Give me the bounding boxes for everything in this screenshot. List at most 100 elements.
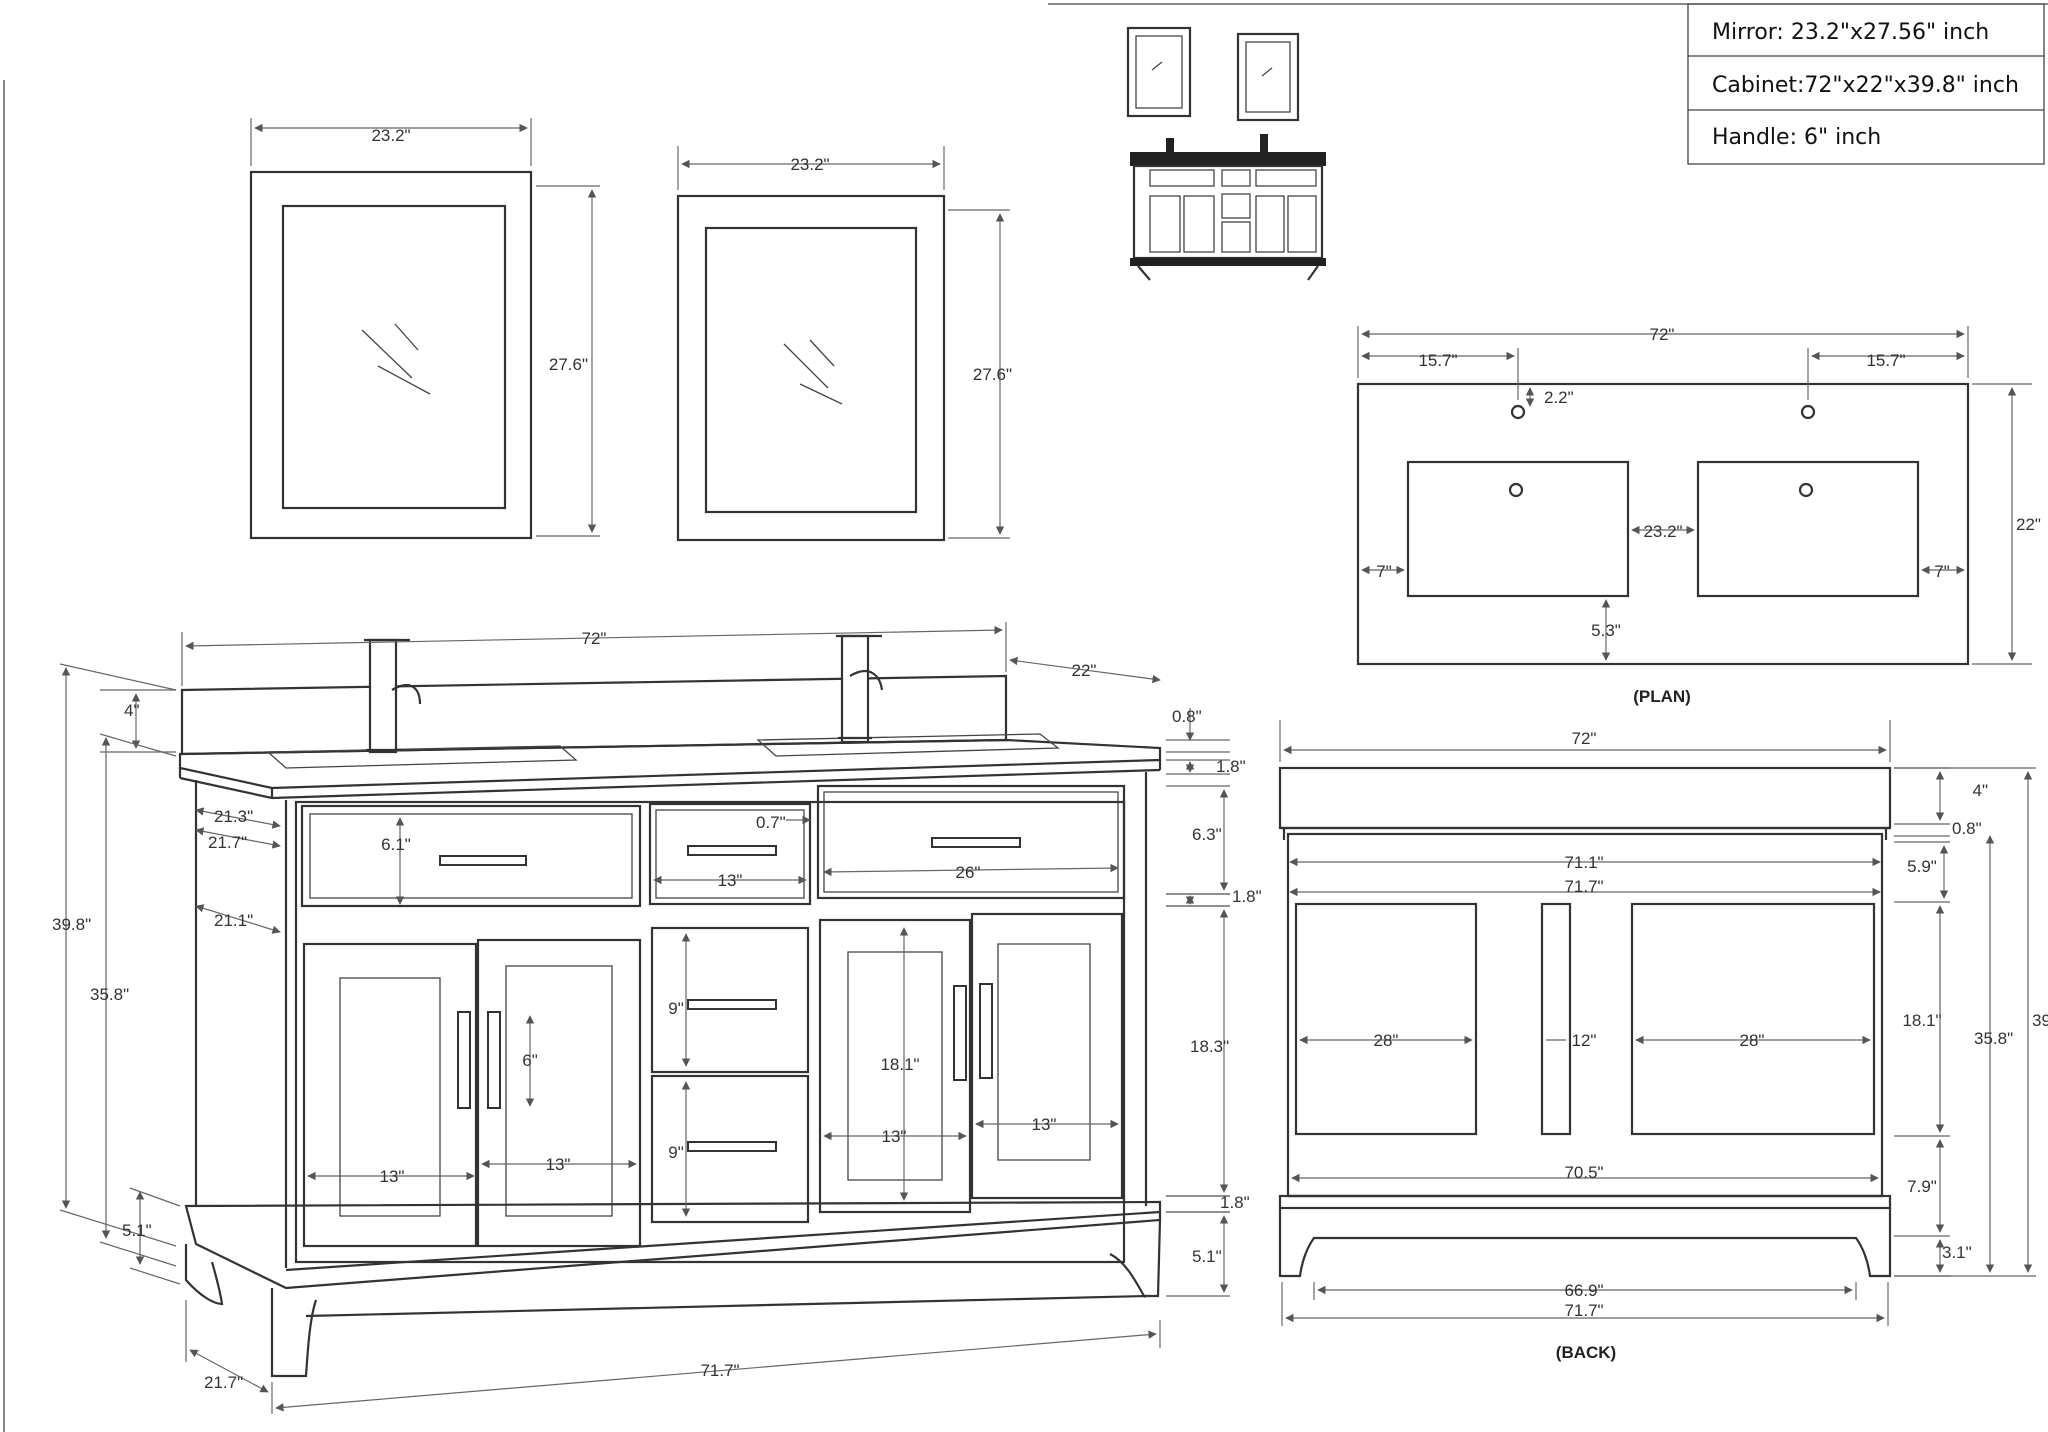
front-drawer-height-label: 6.1" bbox=[381, 835, 411, 854]
faucet-left bbox=[364, 638, 422, 754]
back-panel-center bbox=[1540, 902, 1572, 1136]
mirror-left-width-label: 23.2" bbox=[371, 126, 410, 145]
spec-mirror-size: Mirror: 23.2"x27.56" inch bbox=[1712, 20, 1989, 45]
plan-drain-left bbox=[1508, 482, 1524, 498]
handle-door-2 bbox=[487, 1011, 501, 1109]
back-opening-height-label: 18.1" bbox=[1902, 1011, 1941, 1030]
back-base-inner-label: 66.9" bbox=[1564, 1281, 1603, 1300]
front-side-depth-label: 21.1" bbox=[214, 911, 253, 930]
front-door-1-width-label: 13" bbox=[380, 1167, 405, 1186]
front-center-drawer-2-label: 9" bbox=[668, 1143, 684, 1162]
front-door-panel-label: 18.1" bbox=[880, 1055, 919, 1074]
back-view: 72" 4" 0.8" 71.1" 71.7" 5.9" 18.1" 39.8"… bbox=[1278, 720, 2048, 1362]
back-panel-left-label: 28" bbox=[1374, 1031, 1399, 1050]
front-sink-right bbox=[756, 733, 1060, 757]
back-overall-height-label: 39.8" bbox=[2032, 1011, 2048, 1030]
faucet-right bbox=[836, 634, 884, 744]
front-door-1 bbox=[302, 942, 478, 1248]
plan-depth-label: 22" bbox=[2016, 515, 2041, 534]
front-plinth bbox=[184, 1200, 1162, 1290]
mirror-left-frame bbox=[249, 170, 533, 540]
front-large-drawer-width-label: 26" bbox=[956, 863, 981, 882]
front-small-drawer-width-label: 13" bbox=[718, 871, 743, 890]
mirror-left: 23.2" 27.6" bbox=[249, 118, 600, 540]
front-top-inner-depth-label: 21.3" bbox=[214, 807, 253, 826]
spec-handle-size: Handle: 6" inch bbox=[1712, 125, 1881, 150]
front-mid-rail-label: 1.8" bbox=[1232, 887, 1262, 906]
back-panel-center-label: 12" bbox=[1572, 1031, 1597, 1050]
mirror-right: 23.2" 27.6" bbox=[676, 146, 1012, 542]
spec-cabinet-size: Cabinet:72"x22"x39.8" inch bbox=[1712, 73, 2019, 98]
mirror-right-width-label: 23.2" bbox=[790, 155, 829, 174]
front-drawer-mid-1 bbox=[650, 926, 810, 1074]
mirror-right-glass bbox=[704, 226, 918, 514]
plan-hole-left-label: 15.7" bbox=[1418, 351, 1457, 370]
mirror-right-frame bbox=[676, 194, 946, 542]
back-backsplash bbox=[1278, 766, 1892, 830]
back-backsplash-label: 4" bbox=[1973, 781, 1989, 800]
front-top-width-label: 72" bbox=[582, 629, 607, 648]
handle-drawer-left bbox=[439, 855, 527, 866]
plan-faucet-hole-left bbox=[1510, 404, 1526, 420]
back-lower-rail-label: 7.9" bbox=[1907, 1177, 1937, 1196]
plan-hole-right-label: 15.7" bbox=[1866, 351, 1905, 370]
thumb-cabinet bbox=[1132, 164, 1324, 260]
plan-drain-right bbox=[1798, 482, 1814, 498]
product-thumbnail bbox=[1126, 26, 1326, 281]
back-panel-left bbox=[1294, 902, 1478, 1136]
front-door-4-width-label: 13" bbox=[1032, 1115, 1057, 1134]
mirror-right-height-label: 27.6" bbox=[973, 365, 1012, 384]
back-leg-height-label: 3.1" bbox=[1942, 1243, 1972, 1262]
front-handle-label: 6" bbox=[522, 1051, 538, 1070]
handle-door-3 bbox=[953, 985, 967, 1081]
mirror-left-glass bbox=[281, 204, 507, 510]
front-door-4 bbox=[970, 912, 1124, 1200]
front-backsplash-label: 4" bbox=[124, 701, 140, 720]
front-view: 72" 22" 4" 0.8" 1.8" 39.8" 35.8" 21.3" 2… bbox=[52, 622, 1262, 1414]
front-countertop bbox=[178, 738, 1162, 790]
back-top-edge-label: 0.8" bbox=[1952, 819, 1982, 838]
thumb-mirror-right bbox=[1236, 32, 1300, 122]
back-outer-width-label: 71.7" bbox=[1564, 877, 1603, 896]
front-bottom-width-label: 71.7" bbox=[700, 1361, 739, 1380]
front-door-height-label: 18.3" bbox=[1190, 1037, 1229, 1056]
front-sink-left bbox=[266, 745, 578, 769]
front-drawer-gap-label: 0.7" bbox=[756, 813, 786, 832]
plan-sink-gap-label: 23.2" bbox=[1643, 522, 1682, 541]
spec-table-border bbox=[1687, 3, 2045, 165]
front-center-drawer-1-label: 9" bbox=[668, 999, 684, 1018]
front-drawer-row-label: 6.3" bbox=[1192, 825, 1222, 844]
plan-caption: (PLAN) bbox=[1633, 687, 1691, 706]
plan-edge-left-label: 7" bbox=[1376, 562, 1392, 581]
handle-door-4 bbox=[979, 983, 993, 1079]
front-top-edge-label: 0.8" bbox=[1172, 707, 1202, 726]
front-bottom-depth-label: 21.7" bbox=[204, 1373, 243, 1392]
plan-countertop bbox=[1356, 382, 1970, 666]
back-top-width-label: 72" bbox=[1572, 729, 1597, 748]
back-upper-rail-label: 5.9" bbox=[1907, 857, 1937, 876]
back-cabinet-height-label: 35.8" bbox=[1974, 1029, 2013, 1048]
thumb-countertop bbox=[1130, 152, 1326, 166]
front-drawer-large-right bbox=[816, 784, 1126, 900]
back-base-outer-label: 71.7" bbox=[1564, 1301, 1603, 1320]
plan-sink-right bbox=[1696, 460, 1920, 598]
mirror-left-height-label: 27.6" bbox=[549, 355, 588, 374]
front-base-height-left-label: 5.1" bbox=[122, 1221, 152, 1240]
handle-drawer-mid-2 bbox=[687, 1141, 777, 1152]
plan-width-label: 72" bbox=[1650, 325, 1675, 344]
back-base bbox=[1278, 1208, 1892, 1278]
back-panel-right-label: 28" bbox=[1740, 1031, 1765, 1050]
front-leg-back-left bbox=[184, 1244, 224, 1306]
front-leg-front-left bbox=[270, 1288, 318, 1378]
plan-front-setback-label: 5.3" bbox=[1591, 621, 1621, 640]
front-overall-height-label: 39.8" bbox=[52, 915, 91, 934]
back-shelf-width-label: 70.5" bbox=[1564, 1163, 1603, 1182]
thumb-mirror-left bbox=[1126, 26, 1192, 118]
front-base-height-label: 5.1" bbox=[1192, 1247, 1222, 1266]
plan-view: 72" 15.7" 15.7" 2.2" 23.2" 7" 7" 5.3" 22… bbox=[1356, 325, 2041, 706]
front-door-2-width-label: 13" bbox=[546, 1155, 571, 1174]
handle-drawer-center bbox=[687, 845, 777, 856]
front-bottom-rail-label: 1.8" bbox=[1220, 1193, 1250, 1212]
plan-sink-left bbox=[1406, 460, 1630, 598]
